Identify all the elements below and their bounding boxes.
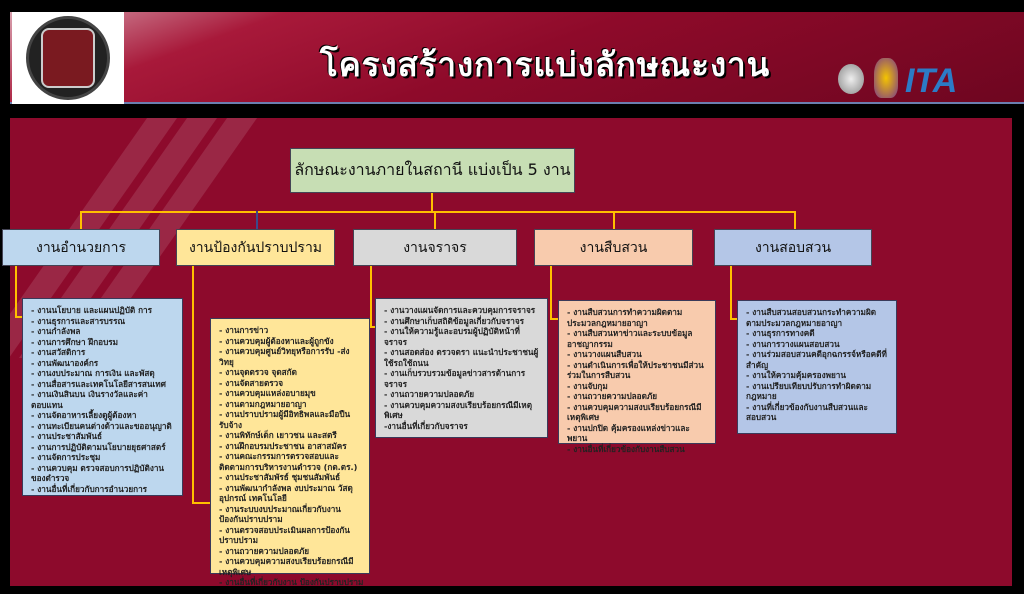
connector [15, 316, 23, 318]
connector [730, 266, 732, 318]
duty-item: - งานจุดตรวจ จุดสกัด [219, 367, 297, 377]
duty-item: - งานทะเบียนคนต่างด้าวและขออนุญาติ [31, 420, 172, 431]
connector [192, 266, 194, 502]
duty-item: - งานกำลังพล [31, 326, 81, 336]
duty-item: - งานควบคุมความสงบเรียบร้อยกรณีมีเหตุพิเ… [384, 399, 533, 421]
inquiry-duties-list: - งานสืบสวนสอบสวนกระทำความผิดตามประมวลกฎ… [737, 300, 897, 434]
duty-item: - งานเงินสินบน เงินรางวัลและค่าตอบแทน [31, 389, 148, 410]
connector [370, 326, 376, 328]
duty-item: - งานที่เกี่ยวข้องกับงานสืบสวนและสอบสวน [746, 401, 868, 423]
duty-item: - งานจับกุม [567, 380, 608, 391]
connector [550, 318, 558, 320]
connector [80, 211, 796, 213]
crime-prevention-duties-list: - งานการข่าว- งานควบคุมผู้ต้องหาและผู้ถู… [210, 318, 370, 587]
top-summary-box: ลักษณะงานภายในสถานี แบ่งเป็น 5 งาน [290, 148, 575, 193]
duty-item: - งานสืบสวนสอบสวนกระทำความผิดตามประมวลกฎ… [746, 307, 877, 328]
duty-item: - งานเปรียบเทียบปรับการทำผิดตามกฎหมาย [746, 380, 872, 402]
connector [794, 211, 796, 229]
category-investigation: งานสืบสวน [534, 229, 693, 266]
duty-item: -งานอื่นที่เกี่ยวกับจราจร [384, 420, 468, 431]
duty-item: - งานเก็บรวบรวมข้อมูลข่าวสารด้านการจราจร [384, 368, 526, 389]
admin-duties-list: - งานนโยบาย และแผนปฏิบัติ การ- งานธุรการ… [22, 298, 183, 496]
duty-item: - งานสอดส่อง ตรวจตรา แนะนำประชาชนผู้ใช้ร… [384, 347, 539, 368]
category-traffic: งานจราจร [353, 229, 517, 266]
traffic-duties-list: - งานวางแผนจัดการและควบคุมการจราจร- งานศ… [375, 298, 548, 438]
duty-item: - งานตรวจสอบประเมินผลการป้องกันปราบปราม [219, 524, 350, 546]
connector [613, 211, 615, 229]
duty-item: - งานถวายความปลอดภัย [219, 545, 310, 556]
duty-item: - งานประชาสัมพันธ์ [31, 431, 102, 441]
connector [80, 211, 82, 229]
connector [370, 266, 372, 326]
duty-item: - งานร่วมสอบสวนคดีอุกฉกรรจ์หรือคดีที่สำค… [746, 349, 887, 370]
duty-item: - งานประชาสัมพัรธ์ ชุมชนสัมพันธ์ [219, 472, 341, 482]
royal-emblem-icon [874, 58, 898, 98]
duty-item: - งานสื่อสารและเทคโนโลยีสารสนเทศ [31, 378, 166, 389]
connector [192, 502, 210, 504]
duty-item: - งานธุรการทางคดี [746, 328, 815, 338]
duty-item: - งานพัฒนากำลังพล งบประมาณ วัสดุ อุปกรณ์… [219, 482, 353, 504]
duty-item: - งานระบบงบประมาณเกี่ยวกับงานป้องกันปราบ… [219, 503, 341, 525]
duty-item: - งานถวายความปลอดภัย [567, 391, 658, 401]
category-admin: งานอำนวยการ [2, 229, 160, 266]
duty-item: - งานคณะกรรมการตรวจสอบและติดตามการบริหาร… [219, 451, 358, 472]
connector [15, 266, 17, 316]
duty-item: - งานควบคุมศูนย์วิทยุหรือการรับ -ส่งวิทย… [219, 346, 350, 367]
ita-logo: ITA [905, 62, 958, 100]
police-emblem-icon [838, 64, 864, 94]
duty-item: - งานอื่นที่เกี่ยวข้องกับงานสืบสวน [567, 443, 685, 454]
duty-item: - งานการวางแผนสอบสวน [746, 338, 840, 349]
duty-item: - งานอื่นที่เกี่ยวกับงาน ป้องกันปราบปราม [219, 577, 364, 587]
duty-item: - งานการศึกษา ฝึกอบรม [31, 336, 119, 347]
duty-item: - งานงบประมาณ การเงิน และพัสดุ [31, 368, 155, 378]
duty-item: - งานนโยบาย และแผนปฏิบัติ การ [31, 305, 153, 315]
duty-item: - งานควบคุมความสงบเรียบร้อยกรณีมีเหตุพิเ… [567, 401, 702, 423]
duty-item: - งานสืบสวนการทำความผิดตามประมวลกฎหมายอา… [567, 307, 683, 328]
duty-item: - งานควบคุม ตรวจสอบการปฏิบัติงานของตำรวจ [31, 462, 165, 484]
duty-item: - งานปกปิด คุ้มครองแหล่งข่าวและพยาน [567, 422, 690, 444]
duty-item: - งานควบคุมความสงบเรียบร้อยกรณีมีเหตุพิเ… [219, 556, 354, 577]
connector [431, 193, 433, 213]
duty-item: - งานวางแผนจัดการและควบคุมการจราจร [384, 305, 536, 315]
investigation-duties-list: - งานสืบสวนการทำความผิดตามประมวลกฎหมายอา… [558, 300, 716, 454]
duty-item: - งานพิทักษ์เด็ก เยาวชน และสตรี [219, 430, 337, 440]
duty-item: - งานดำเนินการเพื่อให้ประชาชนมีส่วนร่วมใ… [567, 359, 704, 381]
duty-item: - งานธุรการและสารบรรณ [31, 315, 126, 326]
page-title: โครงสร้างการแบ่งลักษณะงาน [320, 45, 771, 84]
duty-item: - งานการปฏิบัติตามนโยบายยุธศาสตร์ [31, 441, 166, 452]
duty-item: - งานควบคุมผู้ต้องหาและผู้ถูกขัง [219, 335, 334, 346]
duty-item: - งานตามกฎหมายอาญา [219, 398, 307, 409]
duty-item: - งานถวายความปลอดภัย [384, 389, 475, 399]
connector [256, 211, 258, 229]
connector [550, 266, 552, 318]
police-station-logo [12, 12, 124, 104]
connector [730, 318, 738, 320]
duty-item: - งานจัดสายตรวจ [219, 377, 284, 388]
header-banner [10, 12, 1024, 104]
duty-item: - งานจัดอาหารเลี้ยงดูผู้ต้องหา [31, 410, 137, 420]
duty-item: - งานให้ความคุ้มครองพยาน [746, 370, 846, 380]
duty-item: - งานจัดการประชุม [31, 452, 101, 462]
duty-item: - งานการข่าว [219, 325, 269, 335]
duty-item: - งานฝึกอบรมประชาชน อาสาสมัคร [219, 440, 347, 451]
connector [434, 211, 436, 229]
duty-item: - งานสืบสวนหาข่าวและระบบข้อมูลอาชญากรรม [567, 328, 693, 349]
duty-item: - งานพัฒนาองค์กร [31, 357, 99, 368]
duty-item: - งานศึกษาเก็บสถิติข้อมูลเกี่ยวกับจราจร [384, 315, 525, 326]
category-inquiry: งานสอบสวน [714, 229, 872, 266]
category-crime-prevention: งานป้องกันปราบปราม [176, 229, 335, 266]
duty-item: - งานให้ความรู้และอบรมผู้ปฏิบัติหน้าที่จ… [384, 326, 520, 347]
duty-item: - งานอื่นที่เกี่ยวกับการอำนวยการ [31, 483, 148, 494]
duty-item: - งานวางแผนสืบสวน [567, 349, 642, 359]
duty-item: - งานควบคุมแหล่งอบายมุข [219, 388, 316, 398]
duty-item: - งานปราบปรามผู้มีอิทธิพลและมือปืนรับจ้า… [219, 409, 351, 430]
duty-item: - งานสวัสดิการ [31, 347, 86, 357]
